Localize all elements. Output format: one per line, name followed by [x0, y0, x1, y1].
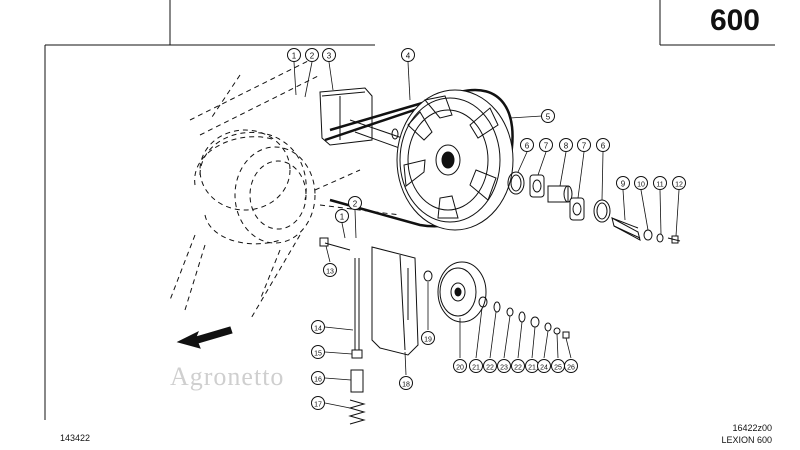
callout-25: 25 [551, 359, 565, 373]
svg-text:2: 2 [353, 200, 358, 209]
feeder-housing-outline [169, 59, 401, 321]
svg-text:6: 6 [601, 142, 606, 151]
callout-2b: 2 [348, 196, 362, 210]
idler-pulley-20 [423, 261, 487, 323]
callout-21: 21 [469, 359, 483, 373]
large-pulley-5 [396, 89, 514, 231]
svg-text:8: 8 [564, 142, 569, 151]
svg-text:22: 22 [486, 365, 494, 372]
svg-text:19: 19 [424, 337, 432, 344]
drawing-code-left: 143422 [60, 433, 91, 443]
svg-text:4: 4 [406, 52, 411, 61]
svg-text:2: 2 [310, 52, 315, 61]
callout-8: 8 [559, 138, 573, 152]
callout-16: 16 [311, 371, 325, 385]
callout-3: 3 [322, 48, 336, 62]
svg-text:11: 11 [656, 182, 663, 189]
spacer-and-bolt [611, 217, 681, 244]
svg-text:16: 16 [314, 377, 322, 384]
callout-14: 14 [311, 320, 325, 334]
callout-7: 7 [539, 138, 553, 152]
callout-6b: 6 [596, 138, 610, 152]
callout-1b: 1 [335, 209, 349, 223]
callout-13: 13 [323, 263, 337, 277]
svg-text:26: 26 [567, 365, 575, 372]
svg-text:3: 3 [327, 52, 332, 61]
svg-text:20: 20 [456, 365, 464, 372]
svg-text:7: 7 [544, 142, 549, 151]
callout-22b: 22 [511, 359, 525, 373]
svg-text:1: 1 [292, 52, 297, 61]
svg-text:18: 18 [402, 382, 410, 389]
callout-18: 18 [399, 376, 413, 390]
svg-text:15: 15 [314, 351, 322, 358]
svg-text:17: 17 [314, 402, 322, 409]
svg-text:23: 23 [500, 365, 508, 372]
callout-24: 24 [537, 359, 551, 373]
callout-12: 12 [672, 176, 686, 190]
mounting-bracket-3 [319, 87, 373, 146]
svg-text:1: 1 [340, 213, 345, 222]
frame-lines [44, 0, 775, 420]
drawing-code-right: 16422z00 [732, 423, 772, 433]
callout-9: 9 [616, 176, 630, 190]
leader-lines [293, 61, 680, 409]
svg-text:21: 21 [528, 365, 536, 372]
callout-2: 2 [305, 48, 319, 62]
svg-text:21: 21 [472, 365, 480, 372]
svg-text:6: 6 [525, 142, 530, 151]
hub-components [507, 171, 611, 223]
svg-text:13: 13 [326, 269, 334, 276]
callout-11: 11 [653, 176, 667, 190]
callout-5: 5 [541, 109, 555, 123]
direction-arrow [176, 326, 233, 349]
svg-text:9: 9 [621, 180, 626, 189]
callout-4: 4 [401, 48, 415, 62]
page-number: 600 [709, 4, 760, 37]
callout-26: 26 [564, 359, 578, 373]
callout-10: 10 [634, 176, 648, 190]
callout-17: 17 [311, 396, 325, 410]
svg-text:7: 7 [582, 142, 587, 151]
callout-7b: 7 [577, 138, 591, 152]
callout-1: 1 [287, 48, 301, 62]
callout-15: 15 [311, 345, 325, 359]
callout-21b: 21 [525, 359, 539, 373]
svg-text:10: 10 [637, 182, 645, 189]
callout-23: 23 [497, 359, 511, 373]
idler-small-parts [478, 296, 570, 339]
tension-rod-14 [319, 237, 366, 425]
callout-22: 22 [483, 359, 497, 373]
callout-20: 20 [453, 359, 467, 373]
svg-text:24: 24 [540, 365, 548, 372]
svg-text:22: 22 [514, 365, 522, 372]
svg-text:14: 14 [314, 326, 322, 333]
svg-text:5: 5 [546, 113, 551, 122]
tensioner-bracket-18 [371, 246, 419, 356]
watermark: Agronetto [170, 362, 285, 391]
callout-6: 6 [520, 138, 534, 152]
svg-text:25: 25 [554, 365, 562, 372]
svg-text:12: 12 [675, 182, 683, 189]
callout-19: 19 [421, 331, 435, 345]
model-name: LEXION 600 [721, 435, 772, 445]
